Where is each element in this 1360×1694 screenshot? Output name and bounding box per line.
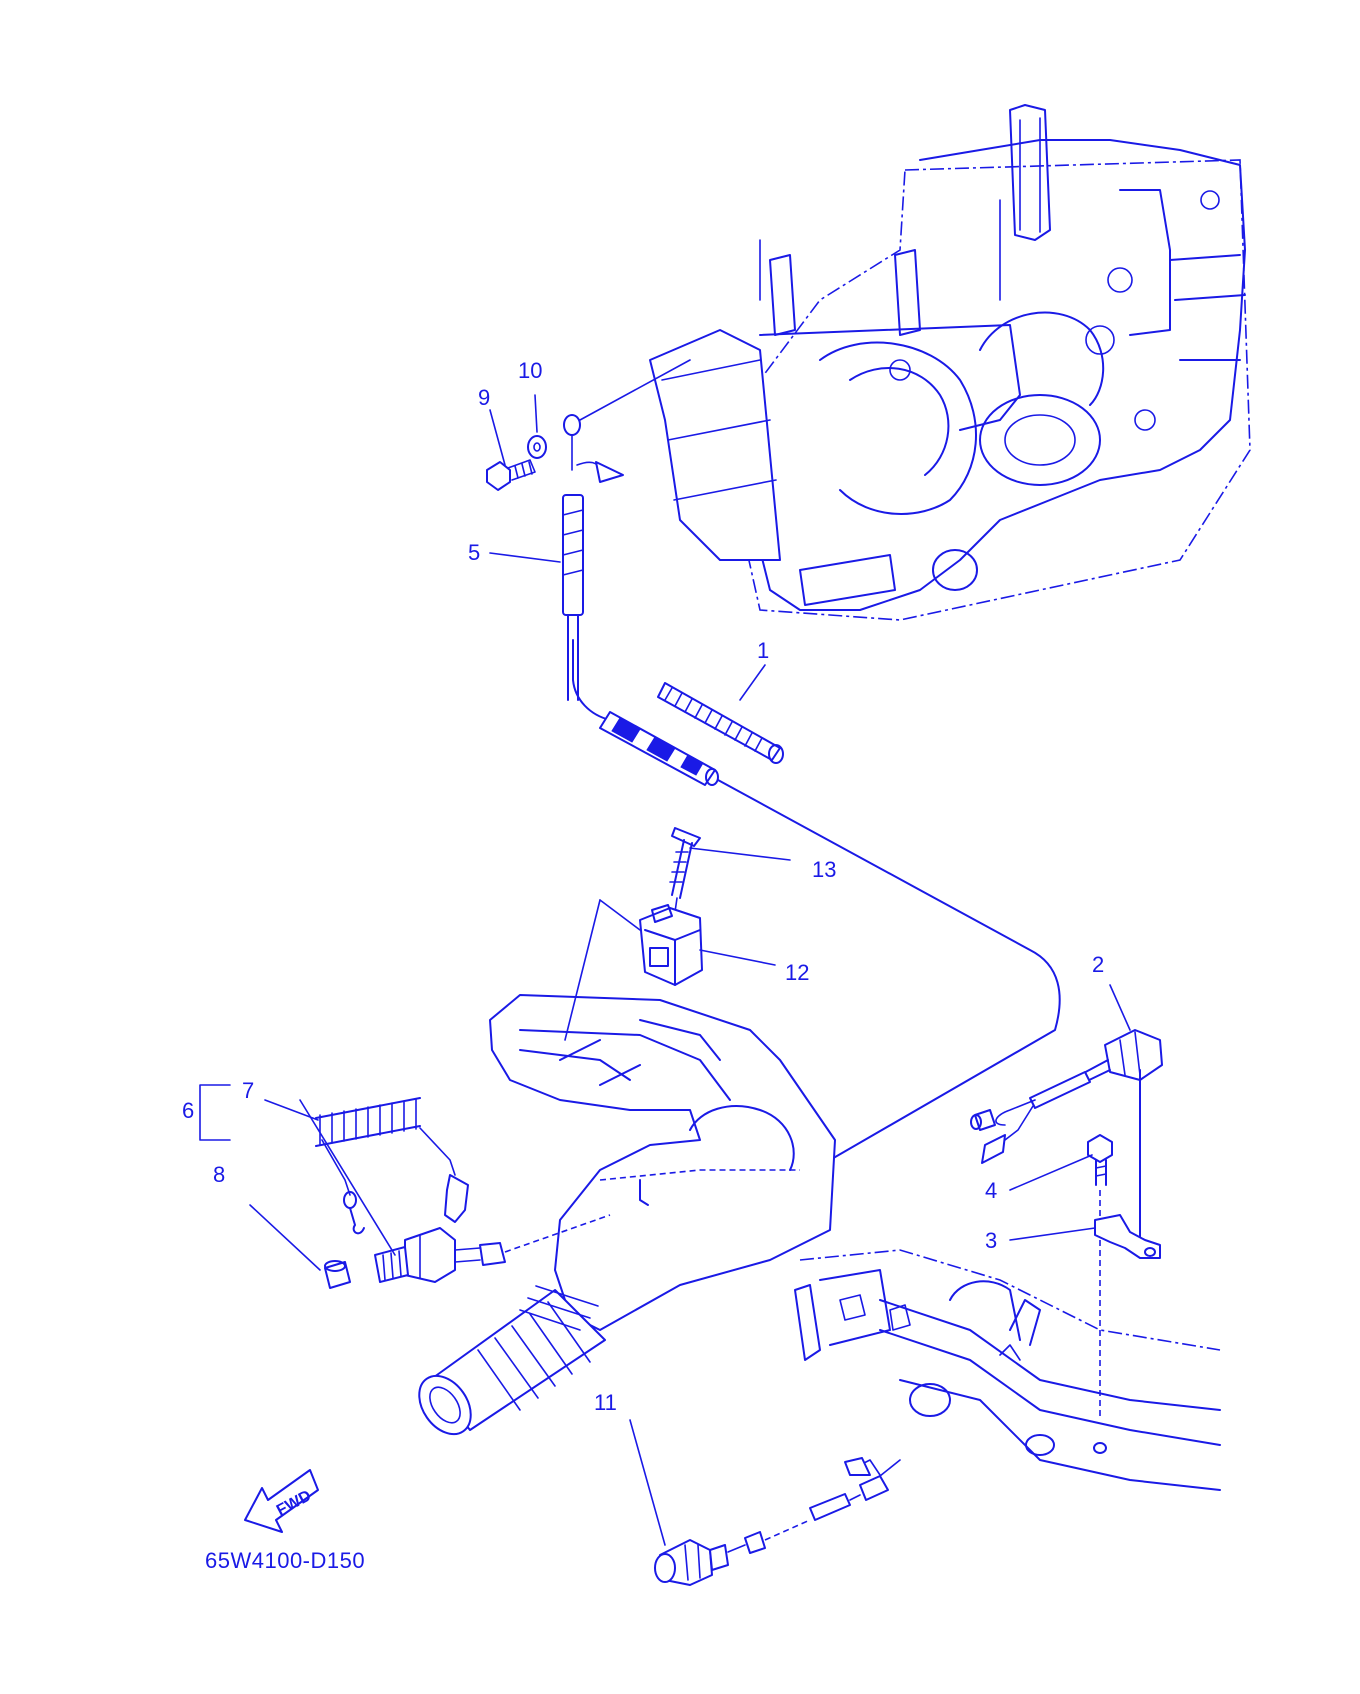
cable-sheath — [599, 711, 719, 786]
engine-block — [649, 104, 1251, 621]
bolt-part-9 — [486, 459, 536, 491]
bracket-part-3 — [1094, 1214, 1161, 1259]
tiller-handle — [418, 994, 836, 1436]
callout-3: 3 — [985, 1228, 997, 1253]
callout-6: 6 — [182, 1098, 194, 1123]
callout-9: 9 — [478, 385, 490, 410]
cap-part-8 — [324, 1260, 351, 1289]
callout-10: 10 — [518, 358, 542, 383]
main-cable — [717, 779, 1061, 1161]
callout-7: 7 — [242, 1078, 254, 1103]
lanyard-part-7 — [315, 1097, 469, 1235]
callout-13: 13 — [812, 857, 836, 882]
fwd-arrow: FWD — [244, 1469, 319, 1533]
stop-switch-part-6 — [374, 1214, 611, 1283]
callout-5: 5 — [468, 540, 480, 565]
callout-2: 2 — [1092, 952, 1104, 977]
wire-part-5 — [562, 494, 611, 721]
callout-12: 12 — [785, 960, 809, 985]
callout-4: 4 — [985, 1178, 997, 1203]
holder-part-12 — [599, 899, 703, 986]
callout-numbers: 1 2 3 4 5 6 7 8 9 10 11 12 13 — [182, 358, 1104, 1415]
washer-part-10 — [527, 435, 547, 459]
callout-1: 1 — [757, 638, 769, 663]
switch-part-11 — [654, 1457, 901, 1586]
callout-11: 11 — [594, 1390, 617, 1415]
bolt-part-4 — [1087, 1134, 1113, 1420]
diagram-code: 65W4100-D150 — [205, 1548, 365, 1573]
leader-lines — [199, 394, 1131, 1546]
screw-part-13 — [659, 827, 701, 919]
ring-terminal — [563, 359, 691, 483]
bottom-cowling — [794, 1249, 1221, 1491]
coil-tube-part-1 — [657, 682, 784, 764]
callout-8: 8 — [213, 1162, 225, 1187]
switch-part-2 — [970, 1029, 1163, 1251]
